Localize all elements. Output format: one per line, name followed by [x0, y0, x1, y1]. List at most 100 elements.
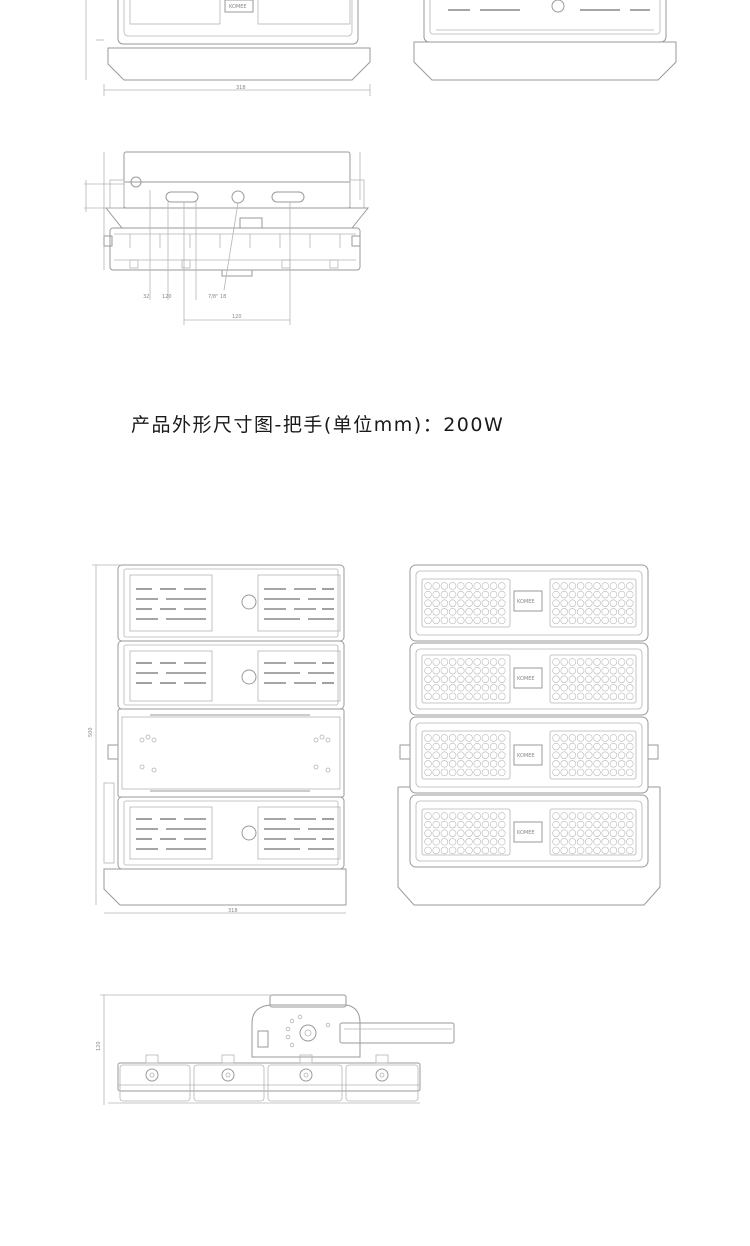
- led-dot: [601, 582, 609, 590]
- led-dot: [560, 684, 568, 692]
- led-dot: [424, 684, 432, 692]
- led-dot: [568, 608, 577, 616]
- led-dot: [498, 820, 506, 829]
- side-center-hole: [231, 190, 245, 204]
- led-dot: [498, 734, 506, 742]
- main-drawing: 500 318: [0, 555, 750, 925]
- led-dot: [576, 734, 585, 742]
- side-screw-icon: [130, 176, 142, 188]
- led-dot: [489, 608, 498, 616]
- led-dot: [448, 812, 457, 820]
- led-dot: [465, 675, 473, 683]
- led-dot: [617, 684, 626, 692]
- led-dot: [560, 820, 568, 829]
- led-dot: [457, 616, 465, 625]
- led-dot: [473, 658, 481, 666]
- led-dot: [552, 768, 560, 777]
- led-dot: [585, 684, 593, 692]
- led-dot: [552, 608, 560, 616]
- led-dot: [432, 751, 440, 759]
- led-dot: [457, 590, 465, 599]
- led-dot: [576, 582, 585, 590]
- led-dot: [617, 751, 626, 759]
- led-dot: [626, 616, 634, 625]
- led-dot: [448, 599, 457, 607]
- led-dot: [576, 590, 585, 599]
- led-dot: [489, 812, 498, 820]
- led-dot: [481, 846, 490, 855]
- led-dot: [448, 590, 457, 599]
- led-dot: [481, 751, 490, 759]
- led-dot: [593, 582, 601, 590]
- led-dot: [617, 675, 626, 683]
- led-dot: [457, 829, 465, 837]
- front-logo-1: KOMEE: [517, 599, 535, 605]
- led-dot: [481, 608, 490, 616]
- led-dot: [498, 616, 506, 625]
- led-dot: [585, 599, 593, 607]
- led-dot: [432, 599, 440, 607]
- led-dot: [432, 812, 440, 820]
- led-dot: [465, 812, 473, 820]
- led-dot: [617, 829, 626, 837]
- led-dot: [440, 812, 449, 820]
- led-dot: [552, 692, 560, 701]
- led-dot: [498, 838, 506, 846]
- led-dot: [552, 675, 560, 683]
- led-dot: [617, 742, 626, 751]
- led-dot: [626, 608, 634, 616]
- led-dot: [568, 590, 577, 599]
- side-dim-a: 32: [143, 294, 149, 300]
- led-dot: [489, 742, 498, 751]
- led-dot: [432, 590, 440, 599]
- led-dot: [601, 820, 609, 829]
- led-dot: [473, 812, 481, 820]
- led-dot: [617, 599, 626, 607]
- led-dot: [609, 616, 618, 625]
- led-dot: [576, 684, 585, 692]
- led-dot: [552, 599, 560, 607]
- led-dot: [448, 820, 457, 829]
- led-dot: [489, 751, 498, 759]
- led-dot: [560, 692, 568, 701]
- led-dot: [457, 599, 465, 607]
- led-dot: [568, 751, 577, 759]
- led-dot: [498, 692, 506, 701]
- led-dot: [440, 675, 449, 683]
- led-dot: [560, 812, 568, 820]
- led-dot: [585, 838, 593, 846]
- led-dot: [457, 658, 465, 666]
- led-dot: [440, 684, 449, 692]
- led-dot: [568, 666, 577, 675]
- led-dot: [481, 742, 490, 751]
- front-logo-2: KOMEE: [517, 676, 535, 682]
- led-dot: [626, 582, 634, 590]
- led-dot: [585, 692, 593, 701]
- led-dot: [593, 734, 601, 742]
- led-dot: [481, 768, 490, 777]
- led-dot: [448, 675, 457, 683]
- led-dot: [576, 751, 585, 759]
- side-dim-b: 120: [162, 294, 172, 300]
- led-dot: [560, 742, 568, 751]
- led-dot: [593, 616, 601, 625]
- front-view: KOMEE KOMEE KOMEE KOMEE: [397, 564, 661, 906]
- led-dot: [585, 616, 593, 625]
- led-dot: [448, 760, 457, 768]
- led-dot: [601, 751, 609, 759]
- led-dot: [568, 734, 577, 742]
- led-dot: [473, 582, 481, 590]
- led-dot: [465, 742, 473, 751]
- led-dot: [609, 812, 618, 820]
- led-dot: [585, 760, 593, 768]
- led-dot: [609, 692, 618, 701]
- led-dot: [432, 829, 440, 837]
- led-dot: [560, 675, 568, 683]
- led-dot: [568, 812, 577, 820]
- led-dot: [481, 829, 490, 837]
- led-dot: [576, 768, 585, 777]
- led-dot: [457, 812, 465, 820]
- led-dot: [473, 846, 481, 855]
- led-dot: [552, 812, 560, 820]
- led-dot: [489, 760, 498, 768]
